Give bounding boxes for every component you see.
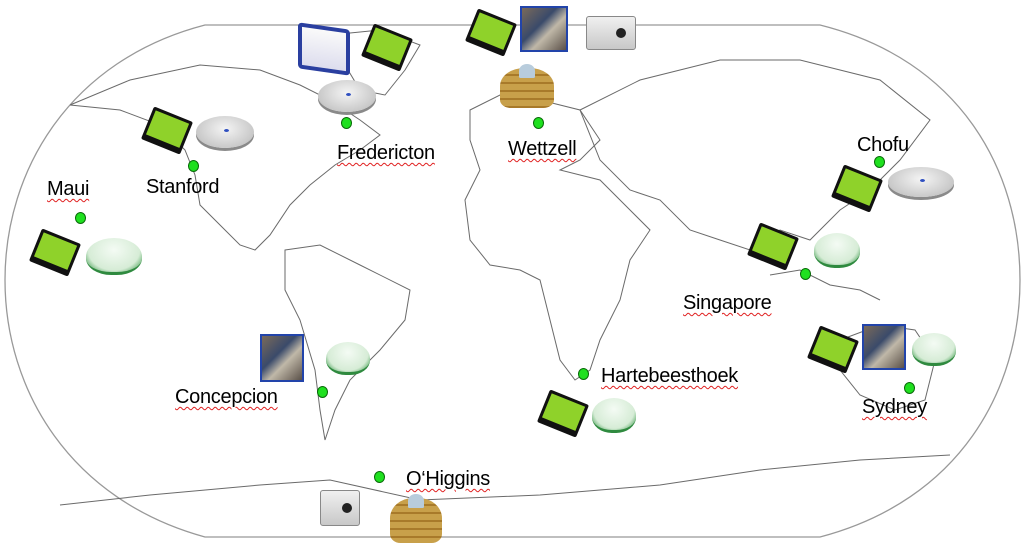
station-label-stanford: Stanford (146, 176, 220, 198)
station-dot-fredericton[interactable] (341, 117, 352, 129)
gnss-antenna-icon (326, 342, 370, 375)
disc-antenna-icon (318, 80, 376, 112)
station-label-chofu: Chofu (857, 134, 909, 156)
gnss-antenna-icon (592, 398, 636, 433)
station-label-ohiggins: O‘Higgins (406, 468, 490, 490)
station-dot-ohiggins[interactable] (374, 471, 385, 483)
station-dot-chofu[interactable] (874, 156, 885, 168)
station-label-sydney: Sydney (862, 396, 927, 418)
blue-receiver-box-icon (298, 22, 350, 76)
disc-antenna-icon (888, 167, 954, 197)
asia-outline (579, 59, 931, 251)
silver-receiver-icon (586, 16, 636, 50)
station-label-fredericton: Fredericton (337, 142, 435, 164)
gnss-antenna-icon (86, 238, 142, 275)
station-dot-sydney[interactable] (904, 382, 915, 394)
station-label-hartebeesthoek: Hartebeesthoek (601, 365, 739, 387)
indonesia-outline (769, 269, 881, 301)
choke-ring-antenna-icon (390, 494, 442, 543)
clock-photo-icon (260, 334, 304, 382)
station-dot-hartebeesthoek[interactable] (578, 368, 589, 380)
station-dot-concepcion[interactable] (317, 386, 328, 398)
station-dot-wettzell[interactable] (533, 117, 544, 129)
station-label-concepcion: Concepcion (175, 386, 278, 408)
choke-ring-antenna-icon (500, 64, 554, 108)
station-label-singapore: Singapore (683, 292, 772, 314)
station-label-wettzell: Wettzell (508, 138, 577, 160)
clock-photo-icon (862, 324, 906, 370)
station-label-maui: Maui (47, 178, 90, 200)
station-dot-maui[interactable] (75, 212, 86, 224)
silver-receiver-icon (320, 490, 360, 526)
antarctica-outline (59, 454, 951, 506)
map-frame (4, 24, 1021, 538)
south-america-outline (284, 244, 411, 441)
disc-antenna-icon (196, 116, 254, 148)
gnss-antenna-icon (912, 333, 956, 366)
europe-africa-outline (464, 94, 651, 381)
gnss-antenna-icon (814, 233, 860, 268)
station-dot-singapore[interactable] (800, 268, 811, 280)
station-dot-stanford[interactable] (188, 160, 199, 172)
clock-photo-icon (520, 6, 568, 52)
